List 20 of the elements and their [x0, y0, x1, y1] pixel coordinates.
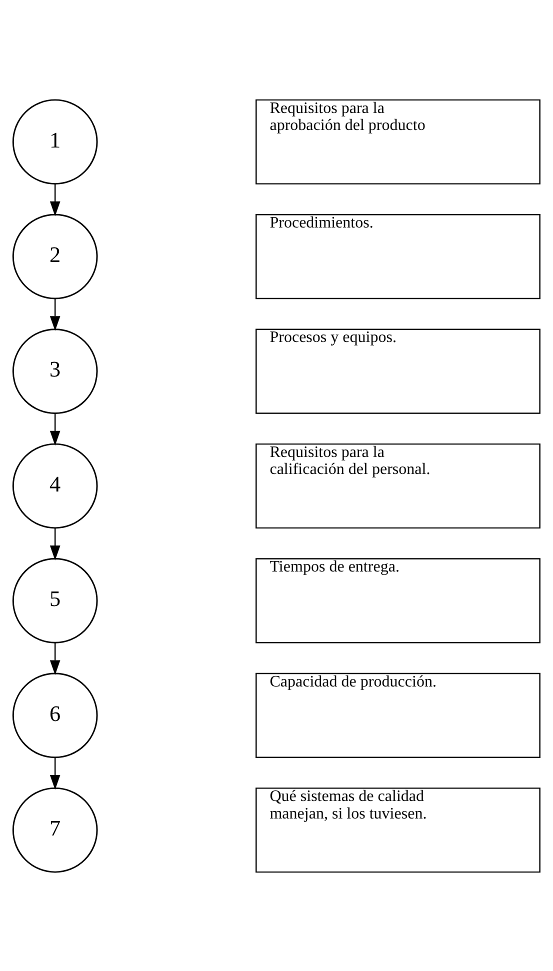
node-circle: 1 — [12, 98, 98, 184]
node-circle: 5 — [12, 558, 98, 643]
node-circle: 3 — [12, 328, 98, 414]
node-circle: 2 — [12, 213, 98, 299]
node-circle: 4 — [12, 442, 98, 528]
node-box: Qué sistemas de calidad manejan, si los tuviesen. — [256, 787, 540, 872]
arrow — [50, 412, 60, 446]
node-box: Requisitos para la aprobación del producto — [256, 98, 540, 184]
arrow — [50, 183, 60, 216]
arrow — [50, 642, 60, 675]
node-circle: 6 — [12, 672, 98, 758]
node-box: Requisitos para la calificación del personal. — [256, 442, 540, 528]
node-box: Procedimientos. — [256, 214, 540, 299]
arrow — [50, 298, 60, 330]
node-box: Tiempos de entrega. — [256, 558, 540, 643]
arrow — [50, 757, 60, 790]
arrow — [50, 528, 60, 560]
node-circle: 7 — [12, 786, 98, 872]
node-box: Procesos y equipos. — [256, 328, 540, 414]
node-box: Capacidad de producción. — [256, 672, 540, 758]
